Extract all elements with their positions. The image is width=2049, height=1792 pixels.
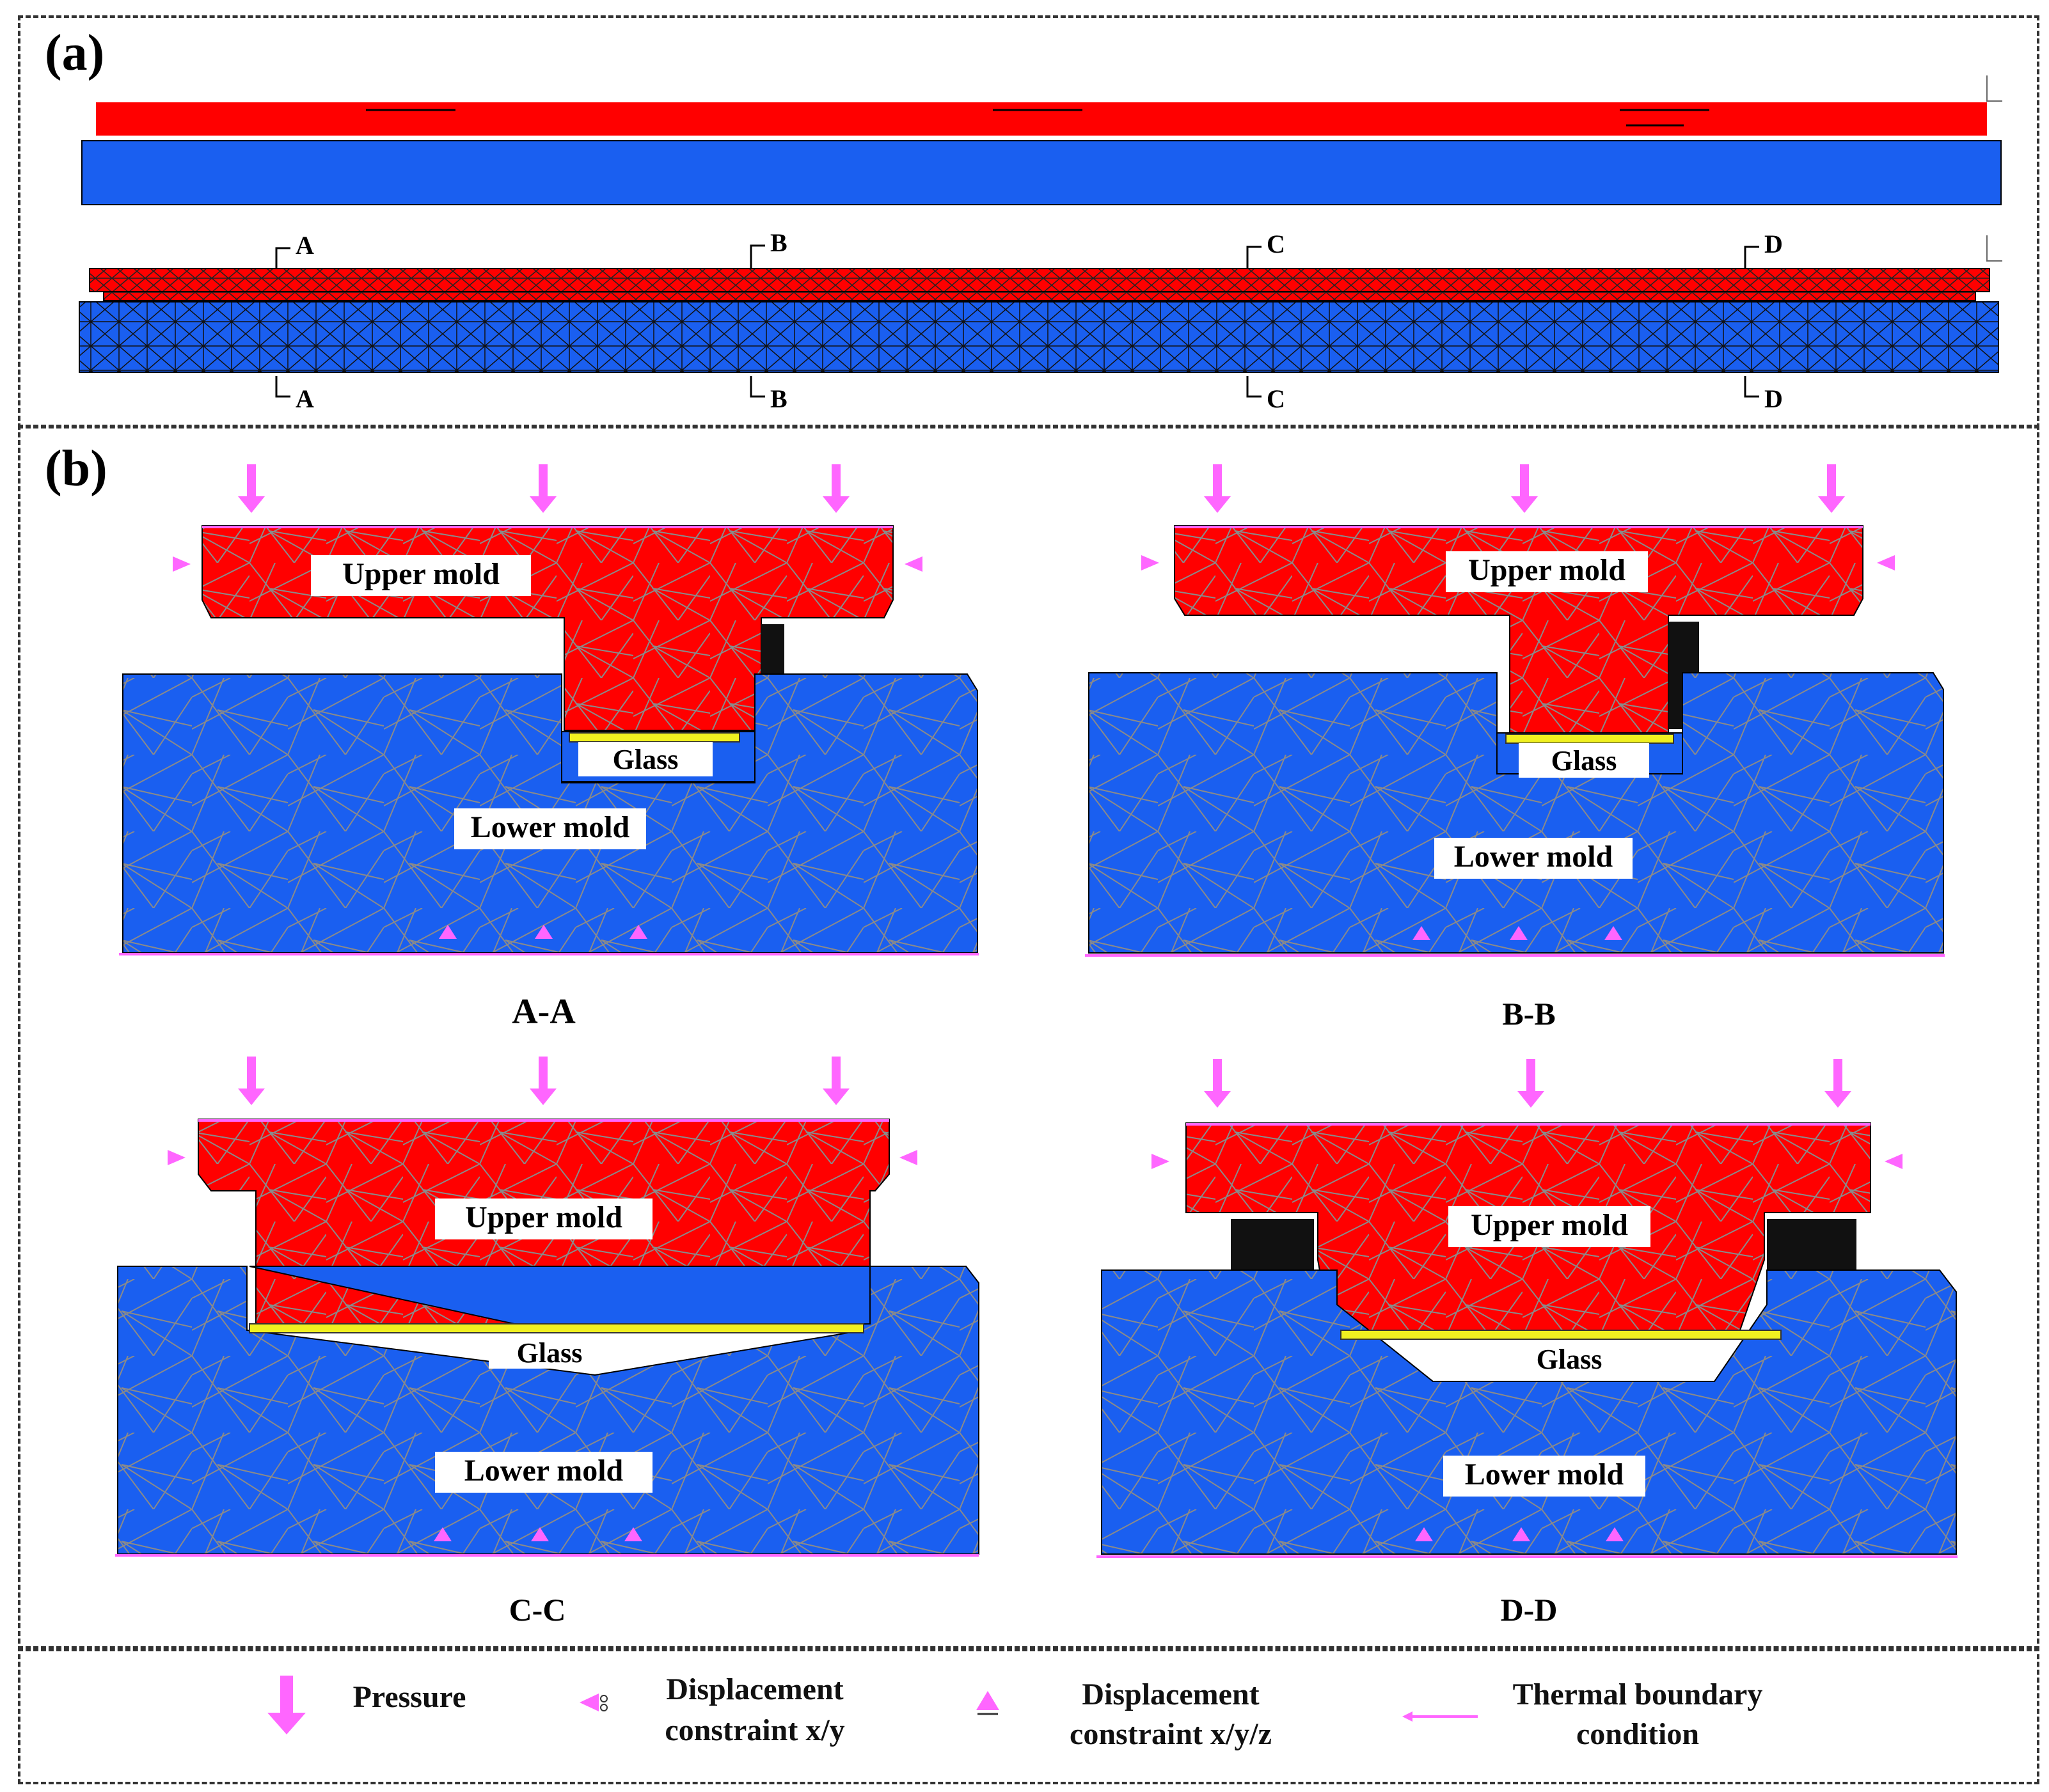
section-d-upper-label: Upper mold (1471, 1208, 1628, 1242)
legend-thermal-label-1: Thermal boundary (1512, 1678, 1763, 1711)
legend-disp-xyz-label-2: constraint x/y/z (1070, 1717, 1272, 1751)
section-a-upper-label: Upper mold (342, 557, 500, 591)
section-a-lower-label: Lower mold (470, 810, 630, 844)
section-b-lower-label: Lower mold (1453, 840, 1613, 874)
section-d-d (1096, 1059, 1958, 1558)
cut-label-d-bottom: D (1764, 384, 1783, 413)
section-d-glass-label: Glass (1536, 1344, 1602, 1375)
glass (1505, 734, 1674, 744)
cut-label-b-top: B (770, 228, 787, 257)
panel-a: (a) A (18, 15, 2039, 428)
lower-mold-top-view (81, 140, 2002, 205)
section-b-title: B-B (1502, 996, 1556, 1032)
section-a-a (119, 464, 979, 955)
glass (249, 1323, 864, 1333)
section-b-glass-label: Glass (1551, 745, 1617, 776)
legend-disp-xyz-label-1: Displacement (1082, 1678, 1260, 1711)
section-a-title: A-A (512, 992, 576, 1032)
cut-label-a-top: A (296, 231, 314, 260)
section-a-glass-label: Glass (612, 744, 679, 775)
glass (1340, 1330, 1782, 1340)
section-b-upper-label: Upper mold (1468, 553, 1626, 587)
panel-a-drawing (79, 75, 2002, 398)
pressure-arrows (238, 464, 850, 513)
panel-a-label: (a) (45, 25, 105, 81)
section-c-title: C-C (509, 1592, 566, 1628)
section-d-title: D-D (1500, 1592, 1558, 1628)
cut-label-d-top: D (1764, 230, 1783, 258)
section-c-c (115, 1057, 979, 1557)
section-c-lower-label: Lower mold (464, 1454, 624, 1488)
section-d-lower-label: Lower mold (1464, 1458, 1624, 1491)
legend-thermal-label-2: condition (1576, 1717, 1700, 1751)
cut-label-b-bottom: B (770, 384, 787, 413)
lower-mold (1088, 672, 1944, 954)
legend-disp-xy-label-1: Displacement (666, 1672, 844, 1706)
section-c-glass-label: Glass (516, 1337, 583, 1369)
cut-label-c-top: C (1267, 230, 1285, 258)
glass (569, 732, 740, 743)
upper-mold-top-view (96, 102, 1987, 136)
panel-b: (b) (18, 425, 2039, 1651)
section-c-upper-label: Upper mold (465, 1200, 622, 1234)
cut-label-a-bottom: A (296, 384, 314, 413)
legend-pressure-label: Pressure (352, 1680, 466, 1714)
section-b-b (1085, 464, 1945, 957)
legend-panel (18, 1646, 2039, 1784)
legend-disp-xy-label-2: constraint x/y (665, 1713, 845, 1747)
cut-label-c-bottom: C (1267, 384, 1285, 413)
lower-mold (1101, 1269, 1957, 1555)
panel-b-label: (b) (45, 441, 107, 497)
lower-mold-meshed (79, 301, 1999, 373)
